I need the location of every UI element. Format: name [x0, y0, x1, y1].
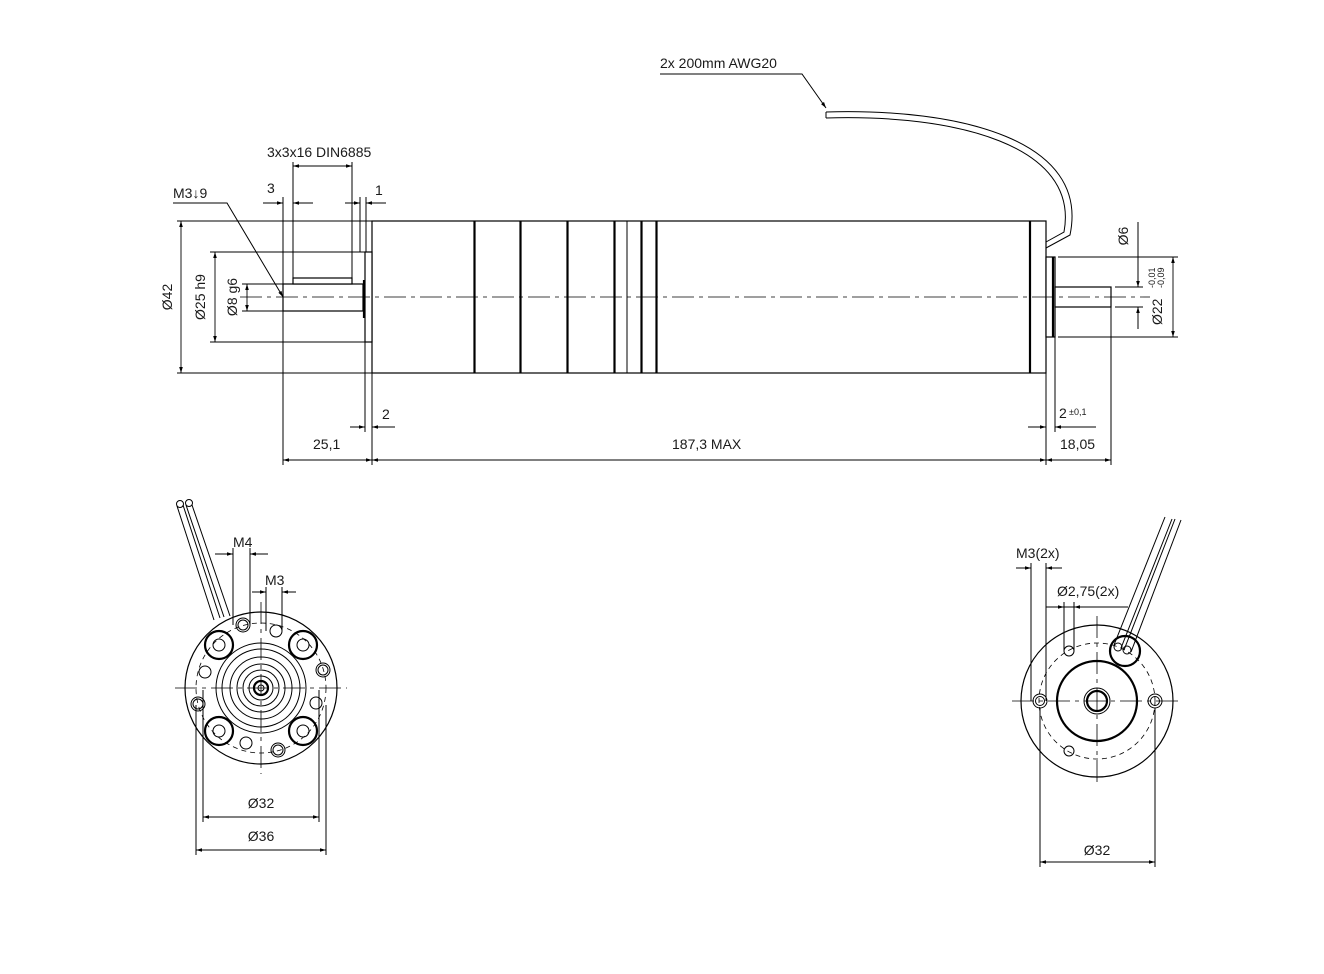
rear-cables	[1108, 516, 1182, 668]
rear-end-view: M3(2x) Ø2,75(2x) Ø32	[1012, 516, 1182, 867]
dim-1: 1	[375, 182, 383, 198]
dia-22: Ø22	[1149, 298, 1165, 325]
key	[292, 277, 353, 285]
thread-label: M3↓9	[173, 185, 207, 201]
dim-2-front: 2	[382, 406, 390, 422]
m3-holes	[190, 617, 331, 758]
dia-22-tol-upper: -0,01	[1147, 267, 1157, 288]
dim-25-1: 25,1	[313, 436, 340, 452]
m3-label: M3	[265, 572, 285, 588]
dim-187-3-max: 187,3 MAX	[672, 436, 742, 452]
dim-18-05: 18,05	[1060, 436, 1095, 452]
side-view: 2x 200mm AWG20	[159, 55, 1178, 465]
key-label: 3x3x16 DIN6885	[267, 144, 372, 160]
dim-3: 3	[267, 180, 275, 196]
dim-2-rear: 2	[1059, 405, 1067, 421]
dia-36-front: Ø36	[248, 828, 275, 844]
front-cables	[176, 499, 231, 621]
m3-2x-label: M3(2x)	[1016, 545, 1060, 561]
cable-label: 2x 200mm AWG20	[660, 55, 777, 71]
dia-42: Ø42	[159, 284, 175, 311]
dia-6: Ø6	[1115, 226, 1131, 245]
cable	[825, 111, 1073, 249]
extension-lines	[177, 162, 1178, 465]
m4-label: M4	[233, 534, 253, 550]
dia-8-g6: Ø8 g6	[224, 278, 240, 316]
dia-32-front: Ø32	[248, 795, 275, 811]
m4-holes	[203, 629, 319, 747]
dia-32-rear: Ø32	[1084, 842, 1111, 858]
dia-22-tol-lower: -0,09	[1156, 267, 1166, 288]
dim-2-rear-tolerance: ±0,1	[1069, 407, 1086, 417]
dia-25-h9: Ø25 h9	[192, 274, 208, 320]
output-shaft	[282, 283, 364, 312]
front-end-view: M4 M3 Ø32 Ø36	[175, 499, 347, 855]
dia-2-75-2x-label: Ø2,75(2x)	[1057, 583, 1119, 599]
